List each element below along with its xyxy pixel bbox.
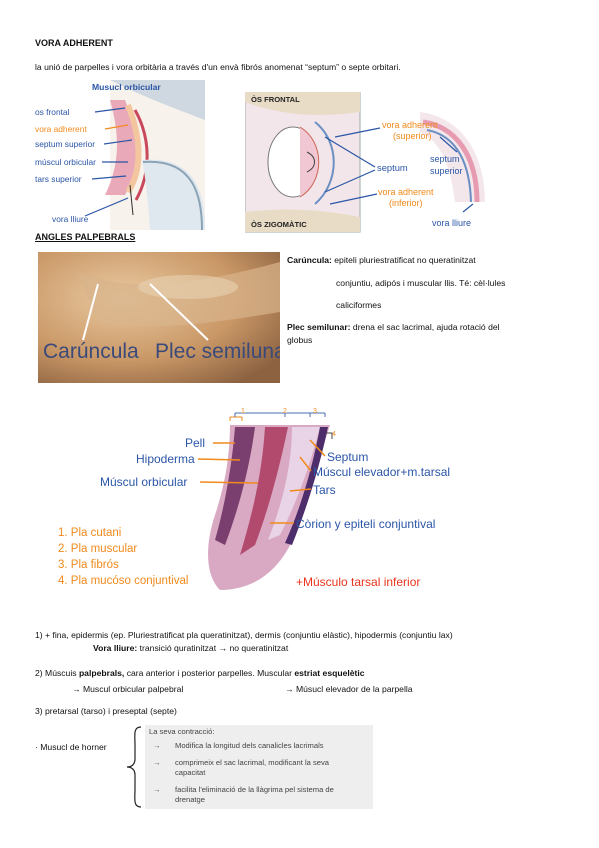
bracket-label-3: 3 [313, 408, 317, 415]
label-vora-adherent-superior-1: vora adherent [382, 120, 438, 130]
plec-text-1: drena el sac lacrimal, ajuda rotació del [350, 322, 500, 332]
note-line-2-bold: palpebrals, [78, 668, 125, 678]
caruncula-term: Carúncula: [287, 255, 332, 265]
label-vora-adherent-inferior-2: (inferior) [389, 198, 423, 208]
histo-label-pell: Pell [185, 436, 206, 450]
caruncula-text-1: epiteli pluriestratificat no queratinitz… [331, 255, 476, 265]
eyelid-section-diagram-2: ÒS FRONTAL ÒS ZIGOMÀTIC vora adherent (s… [245, 92, 490, 235]
section-title-angles-palpebrals: ANGLES PALPEBRALS [35, 232, 136, 242]
note-line-2: 2) Múscuis palpebrals, cara anterior i p… [35, 668, 365, 679]
vora-lliure-term: Vora lliure: [93, 643, 138, 653]
eye-angle-photo: Carúncula Plec semilunar [38, 252, 280, 383]
caruncula-line-1: Carúncula: epiteli pluriestratificat no … [287, 255, 476, 266]
vora-adherent-definition: la unió de parpelles i vora orbitària a … [35, 62, 401, 72]
arrow-icon: → [153, 758, 161, 767]
label-vora-adherent: vora adherent [35, 124, 87, 134]
histo-label-elevador: Múscul elevador+m.tarsal [313, 465, 450, 479]
note-line-2-a: 2) Múscuis [35, 668, 79, 678]
label-os-frontal: os frontal [35, 107, 70, 117]
plec-line-2: globus [287, 335, 313, 345]
histo-label-tars: Tars [313, 483, 336, 497]
note-horner: · Musucl de horner [35, 742, 107, 752]
contraction-item-1: Modifica la longitud dels canalicles lac… [175, 741, 324, 750]
curly-brace [126, 726, 142, 808]
label-vora-adherent-inferior-1: vora adherent [378, 187, 434, 197]
note-line-2-sub2: → Músucl elevador de la parpella [285, 684, 413, 694]
photo-label-plec: Plec semilunar [155, 340, 280, 363]
bracket-label-1: 1 [241, 408, 245, 415]
label-vora-lliure: vora lliure [52, 214, 89, 224]
label-vora-lliure-2: vora lliure [432, 218, 472, 228]
section-title-vora-adherent: VORA ADHERENT [35, 38, 113, 48]
histo-label-hipoderma: Hipoderma [136, 452, 195, 466]
eyelid-histology-figure: 1 2 3 4 Pell Hipoderma Múscul orbicular … [30, 405, 450, 595]
label-septum-superior: septum superior [35, 139, 96, 149]
caruncula-line-3: caliciformes [336, 300, 382, 310]
note-line-2-bold2: estriat esquelètic [294, 668, 365, 678]
histo-label-orbicular: Múscul orbicular [100, 475, 188, 489]
photo-label-caruncula: Carúncula [43, 340, 139, 363]
plec-term: Plec semilunar: [287, 322, 351, 332]
contraction-item-3b: drenatge [175, 795, 205, 804]
label-musculus-orbicular: Musucl orbicular [92, 82, 161, 92]
contraction-item-2: comprimeix el sac lacrimal, modificant l… [175, 758, 330, 767]
plane-4: 4. Pla mucóso conjuntival [58, 575, 189, 587]
note-line-3: 3) pretarsal (tarso) i preseptal (septe) [35, 706, 177, 716]
label-septum-superior-2b: superior [430, 166, 463, 176]
label-septum-superior-2a: septum [430, 154, 460, 164]
label-tars-superior: tars superior [35, 174, 82, 184]
label-vora-adherent-superior-2: (superior) [393, 131, 432, 141]
plane-2: 2. Pla muscular [58, 543, 138, 555]
bracket-label-4: 4 [332, 431, 336, 438]
vora-lliure-text: transició quratinitzat → no queratinitza… [137, 643, 289, 653]
contraction-item-2b: capacitat [175, 768, 206, 777]
label-os-frontal-2: ÒS FRONTAL [251, 95, 300, 104]
caruncula-line-2: conjuntiu, adipós i muscular llis. Té: c… [336, 278, 506, 288]
arrow-icon: → [153, 785, 161, 794]
label-septum: septum [377, 162, 408, 173]
note-line-2-b: cara anterior i posterior parpelles. Mus… [124, 668, 295, 678]
label-os-zigomatic: ÒS ZIGOMÀTIC [251, 220, 307, 229]
bracket-label-2: 2 [283, 408, 287, 415]
label-muscul-orbicular: múscul orbicular [35, 157, 96, 167]
note-line-1b: Vora lliure: transició quratinitzat → no… [93, 643, 288, 654]
eyelid-section-diagram-1: Musucl orbicular os frontal vora adheren… [30, 80, 205, 230]
arrow-icon: → [153, 741, 161, 750]
contraction-title: La seva contracció: [149, 727, 215, 736]
plane-1: 1. Pla cutani [58, 527, 122, 539]
histo-label-corion: Còrion y epiteli conjuntival [296, 517, 436, 531]
histo-label-tarsal-inferior: +Músculo tarsal inferior [296, 575, 421, 589]
histo-label-septum: Septum [327, 450, 369, 464]
contraction-box: La seva contracció: → Modifica la longit… [145, 725, 373, 809]
plane-3: 3. Pla fibrós [58, 559, 119, 571]
note-line-1: 1) + fina, epidermis (ep. Pluriestratifi… [35, 630, 453, 640]
plec-line-1: Plec semilunar: drena el sac lacrimal, a… [287, 322, 500, 333]
note-line-2-sub1: → Muscul orbicular palpebral [72, 684, 184, 694]
contraction-item-3: facilita l'eliminació de la llàgrima pel… [175, 785, 334, 794]
